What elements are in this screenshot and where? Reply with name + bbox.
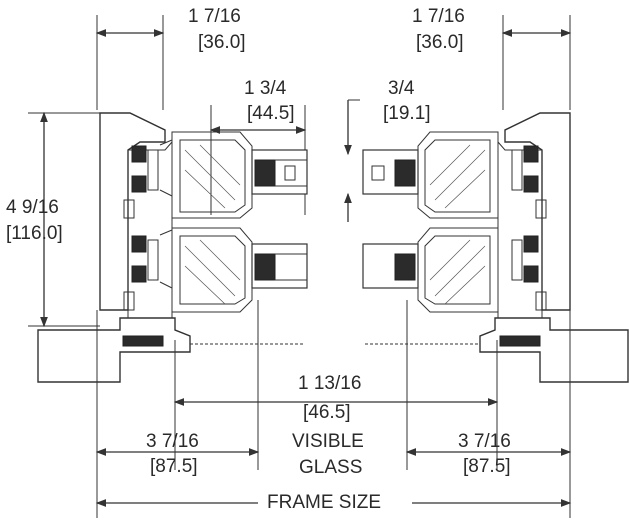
frame-right-width-label: 1 7/16 [412,6,465,27]
frame-height-mm-label: [116.0] [6,223,63,244]
dimension-frame-left [95,15,165,110]
frame-left-width-mm-label: [36.0] [198,32,246,53]
dimension-glass-thickness [344,99,360,222]
visible-glass-size-label: 1 13/16 [298,373,362,394]
sash-thickness-label: 1 3/4 [244,78,287,99]
frame-size-label: FRAME SIZE [267,492,382,513]
left-upper-sash [171,131,308,219]
right-deduct-label: 3 7/16 [458,431,511,452]
dimension-frame-right [501,15,572,110]
visible-glass-line1-label: VISIBLE [292,431,364,452]
left-deduct-mm-label: [87.5] [150,456,198,477]
frame-right-width-mm-label: [36.0] [416,32,464,53]
right-deduct-mm-label: [87.5] [463,456,511,477]
right-sill [365,317,629,383]
visible-glass-size-mm-label: [46.5] [303,402,351,423]
left-deduct-label: 3 7/16 [146,431,199,452]
dimension-frame-height [28,111,100,328]
right-lower-sash [362,227,499,313]
frame-height-label: 4 9/16 [6,197,59,218]
visible-glass-line2-label: GLASS [299,457,363,478]
left-frame-section [99,112,173,331]
glass-thickness-mm-label: [19.1] [383,103,431,124]
left-sill [37,317,305,383]
left-lower-sash [171,227,308,313]
glass-thickness-label: 3/4 [388,78,415,99]
right-upper-sash [362,131,499,219]
right-frame-section [497,112,571,331]
frame-left-width-label: 1 7/16 [188,6,241,27]
sash-thickness-mm-label: [44.5] [247,103,295,124]
dimension-frame-size [95,310,572,518]
